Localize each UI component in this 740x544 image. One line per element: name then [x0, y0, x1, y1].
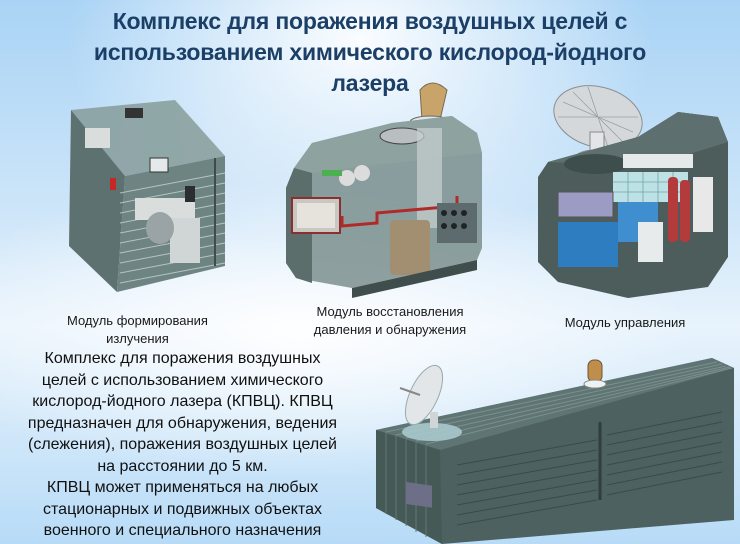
satellite-dish-icon: [399, 364, 462, 441]
description-line: предназначен для обнаружения, ведения: [27, 414, 338, 432]
description-line: КПВЦ может применяться на любых: [46, 479, 319, 496]
description-line: (слежения), поражения воздушных целей: [28, 436, 337, 453]
title-line-2: использованием химического кислород-йодн…: [93, 39, 647, 65]
title-line-3: лазера: [331, 70, 409, 96]
description-line: целей с использованием химического: [41, 371, 324, 389]
description-line: на расстоянии до 5 км.: [97, 457, 268, 475]
page-title: Комплекс для поражения воздушных целей с…: [0, 6, 740, 99]
description-line: Комплекс для поражения воздушных: [44, 350, 321, 367]
caption-line-1: Модуль формирования: [67, 313, 208, 328]
radiation-forming-module-caption: Модуль формирования излучения: [50, 312, 225, 348]
description-line: военного и специального назначения: [43, 522, 322, 539]
pressure-recovery-module-caption: Модуль восстановления давления и обнаруж…: [295, 303, 485, 339]
description-line: стационарных и подвижных объектах: [43, 500, 322, 518]
caption-line-1: Модуль восстановления: [316, 304, 464, 319]
pressure-recovery-module-illustration: [282, 78, 487, 298]
title-line-1: Комплекс для поражения воздушных целей с: [112, 8, 628, 34]
control-module-illustration: [518, 82, 740, 300]
laser-turret-icon: [583, 359, 607, 389]
complex-description: Комплекс для поражения воздушных целей с…: [10, 348, 355, 542]
radiation-forming-module-illustration: [65, 98, 230, 298]
caption-line-2: давления и обнаружения: [313, 322, 467, 337]
description-line: кислород-йодного лазера (КПВЦ). КПВЦ: [32, 393, 333, 410]
caption-line-1: Модуль управления: [564, 315, 686, 330]
caption-line-2: излучения: [106, 331, 169, 346]
control-module-caption: Модуль управления: [545, 314, 705, 332]
assembled-container-illustration: [372, 340, 740, 544]
